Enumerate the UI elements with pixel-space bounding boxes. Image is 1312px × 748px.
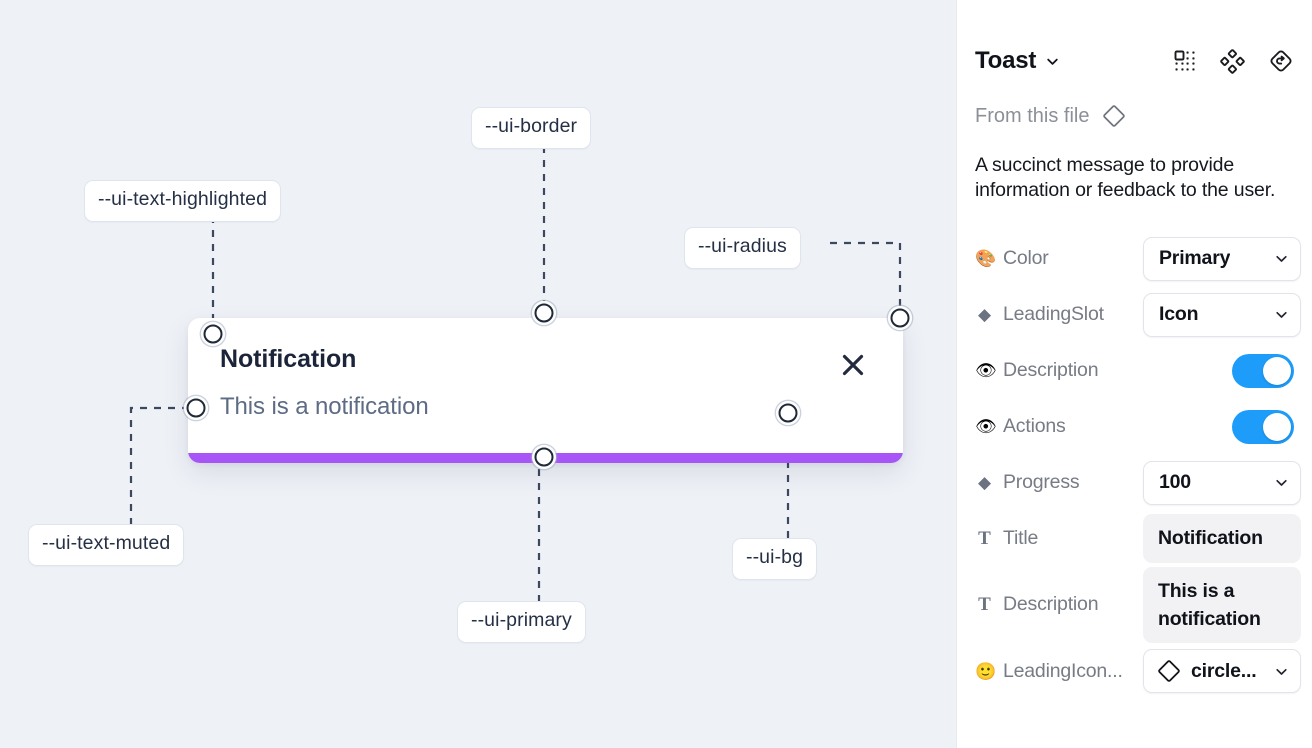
property-list: 🎨 Color Primary ◆ LeadingSlot <box>975 231 1301 700</box>
property-label-description-toggle: Description <box>1003 359 1099 381</box>
toast-title: Notification <box>220 345 357 373</box>
chevron-down-icon <box>1268 664 1289 679</box>
eye-emoji-icon: 👁 <box>975 361 997 380</box>
page-title: Toast <box>975 47 1037 74</box>
description-input-value: This is a notification <box>1158 579 1261 630</box>
progress-select-value: 100 <box>1159 471 1191 493</box>
property-label-actions: Actions <box>1003 415 1066 437</box>
text-icon: T <box>978 528 991 549</box>
anchor-ui-bg[interactable] <box>778 403 798 423</box>
properties-panel: Toast <box>956 0 1312 748</box>
description-input[interactable]: This is a notification <box>1143 566 1301 644</box>
property-label-leadingslot: LeadingSlot <box>1003 303 1104 325</box>
chevron-down-icon <box>1268 251 1289 266</box>
component-name-dropdown[interactable]: Toast <box>975 47 1060 75</box>
anchor-ui-border[interactable] <box>534 303 554 323</box>
diamond-icon: ◆ <box>977 305 992 324</box>
variants-icon[interactable] <box>1220 48 1245 74</box>
property-row-description-toggle: 👁 Description <box>975 343 1294 399</box>
property-row-leadingslot: ◆ LeadingSlot Icon <box>975 287 1301 343</box>
close-x-icon[interactable] <box>839 351 867 379</box>
property-label-description-text: Description <box>1003 593 1099 616</box>
leadingicon-select[interactable]: circle... <box>1143 649 1301 694</box>
property-row-color: 🎨 Color Primary <box>975 231 1301 287</box>
property-row-description-text: T Description This is a notification <box>975 566 1301 644</box>
progress-select[interactable]: 100 <box>1143 460 1301 505</box>
toast-preview-card[interactable]: Notification This is a notification <box>188 318 903 463</box>
from-this-file-row[interactable]: From this file <box>975 103 1294 129</box>
chevron-down-icon <box>1268 307 1289 322</box>
palette-emoji-icon: 🎨 <box>975 249 997 268</box>
design-canvas[interactable]: --ui-text-highlighted --ui-border --ui-r… <box>0 0 956 748</box>
anchor-ui-text-muted[interactable] <box>186 398 206 418</box>
property-row-title: T Title Notification <box>975 511 1301 567</box>
chevron-down-icon <box>1268 475 1289 490</box>
toggle-knob <box>1263 356 1291 385</box>
component-description: A succinct message to provide informatio… <box>975 154 1276 201</box>
diamond-icon: ◆ <box>977 473 992 492</box>
panel-header-actions <box>1173 48 1294 74</box>
description-toggle[interactable] <box>1232 353 1294 388</box>
token-chip-ui-text-muted[interactable]: --ui-text-muted <box>28 524 185 566</box>
token-chip-ui-bg[interactable]: --ui-bg <box>732 538 818 580</box>
token-chip-ui-radius[interactable]: --ui-radius <box>684 227 801 269</box>
reset-instance-icon[interactable] <box>1268 48 1294 74</box>
token-chip-ui-primary[interactable]: --ui-primary <box>457 601 586 643</box>
color-select-value: Primary <box>1159 247 1231 269</box>
token-chip-ui-text-highlighted[interactable]: --ui-text-highlighted <box>84 180 282 222</box>
property-row-leadingicon: 🙂 LeadingIcon... circle... <box>975 643 1301 699</box>
property-label-leadingicon: LeadingIcon... <box>1003 659 1123 682</box>
title-input-value: Notification <box>1158 527 1263 550</box>
property-row-actions-toggle: 👁 Actions <box>975 399 1294 455</box>
diamond-icon <box>1101 103 1127 129</box>
leadingslot-select-value: Icon <box>1159 303 1199 325</box>
chevron-down-icon <box>1045 54 1060 69</box>
toggle-knob <box>1263 412 1291 441</box>
token-chip-ui-border[interactable]: --ui-border <box>471 107 592 149</box>
property-row-progress: ◆ Progress 100 <box>975 455 1301 511</box>
smiley-emoji-icon: 🙂 <box>975 661 997 681</box>
anchor-ui-radius[interactable] <box>890 308 910 328</box>
anchor-ui-text-highlighted[interactable] <box>203 324 223 344</box>
leadingslot-select[interactable]: Icon <box>1143 292 1301 337</box>
text-icon: T <box>978 594 991 616</box>
leadingicon-select-value: circle... <box>1191 659 1257 682</box>
color-select[interactable]: Primary <box>1143 236 1301 281</box>
property-label-color: Color <box>1003 247 1049 269</box>
from-this-file-label: From this file <box>975 104 1090 127</box>
component-set-icon[interactable] <box>1173 49 1197 73</box>
toast-description: This is a notification <box>220 393 429 420</box>
anchor-ui-primary[interactable] <box>534 447 554 467</box>
eye-emoji-icon: 👁 <box>975 417 997 436</box>
property-label-progress: Progress <box>1003 471 1080 493</box>
diamond-icon <box>1156 658 1182 684</box>
panel-header: Toast <box>975 0 1294 92</box>
property-label-title: Title <box>1003 527 1039 549</box>
title-input[interactable]: Notification <box>1143 514 1301 563</box>
actions-toggle[interactable] <box>1232 409 1294 444</box>
